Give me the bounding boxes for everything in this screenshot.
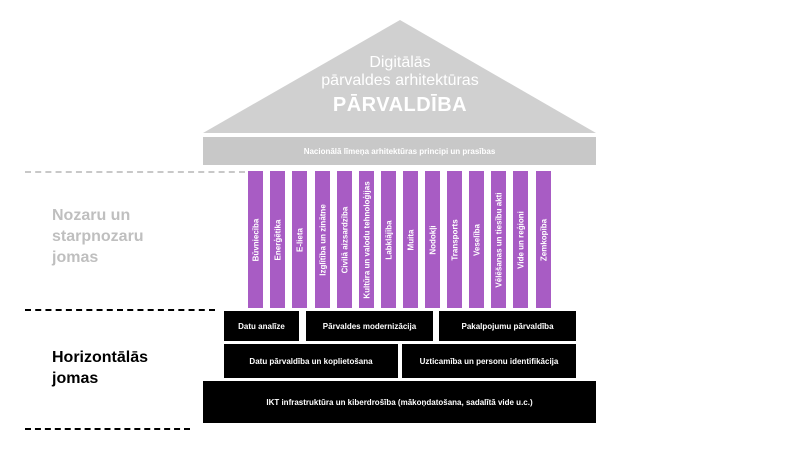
pillar-label: Muita — [406, 229, 415, 250]
roof-title-line1: Digitālās — [369, 54, 431, 71]
box-datu-analize: Datu analīze — [224, 311, 299, 341]
pillar-label: Veselība — [472, 223, 481, 256]
pillar-labklajiba: Labklājība — [381, 171, 396, 308]
pillar-label: Būvniecība — [251, 218, 260, 261]
sectoral-domains-label: Nozaru un starpnozaru jomas — [52, 205, 144, 268]
separator-sectoral-top — [25, 171, 245, 173]
pillar-veseliba: Veselība — [469, 171, 484, 308]
pillar-label: Kultūra un valodu tehnoloģijas — [362, 180, 371, 299]
pillar-label: Vide un reģioni — [516, 210, 525, 269]
horizontal-label-line2: jomas — [52, 370, 99, 387]
roof-title-line2: pārvaldes arhitektūras — [321, 72, 479, 89]
pillar-zemkopiba: Zemkopība — [536, 171, 551, 308]
pillar-kultura: Kultūra un valodu tehnoloģijas — [359, 171, 374, 308]
pillar-velesanas: Vēlēšanas un tiesību akti — [491, 171, 506, 308]
horizontal-label-line1: Horizontālās — [52, 349, 149, 366]
pillar-civila-aizsardziba: Civilā aizsardzība — [337, 171, 352, 308]
pillar-label: E-lieta — [295, 227, 304, 252]
box-ikt-infrastruktura: IKT infrastruktūra un kiberdrošība (māko… — [203, 381, 596, 423]
box-parvaldes-modernizacija: Pārvaldes modernizācija — [306, 311, 433, 341]
sectoral-label-line2: starpnozaru — [52, 228, 144, 245]
pillar-label: Civilā aizsardzība — [340, 206, 349, 273]
horizontal-domains-label: Horizontālās jomas — [52, 347, 148, 389]
pillar-energetika: Enerģētika — [270, 171, 285, 308]
pillar-e-lieta: E-lieta — [292, 171, 307, 308]
pillar-vide-un-regioni: Vide un reģioni — [513, 171, 528, 308]
pillar-label: Zemkopība — [539, 218, 548, 261]
pillar-nodokli: Nodokļi — [425, 171, 440, 308]
pillar-label: Vēlēšanas un tiesību akti — [494, 191, 503, 288]
box-datu-parvaldiba: Datu pārvaldība un koplietošana — [224, 344, 398, 378]
pillar-muita: Muita — [403, 171, 418, 308]
national-principles-beam: Nacionālā līmeņa arhitektūras principi u… — [203, 137, 596, 165]
sectoral-label-line3: jomas — [52, 249, 99, 266]
pillar-label: Labklājība — [384, 219, 393, 260]
pillar-label: Izglītība un zinātne — [318, 203, 327, 276]
roof-triangle — [203, 20, 596, 133]
separator-horizontal-top — [25, 309, 215, 311]
pillar-izglitiba: Izglītība un zinātne — [315, 171, 330, 308]
pillar-label: Nodokļi — [428, 224, 437, 255]
roof-title-line3: PĀRVALDĪBA — [332, 94, 468, 116]
pillar-label: Enerģētika — [273, 219, 282, 260]
pillar-buvnieciba: Būvniecība — [248, 171, 263, 308]
pillar-transports: Transports — [447, 171, 462, 308]
separator-bottom — [25, 428, 190, 430]
box-uzticamiba: Uzticamība un personu identifikācija — [402, 344, 576, 378]
pillar-label: Transports — [450, 218, 459, 261]
sectoral-label-line1: Nozaru un — [52, 207, 131, 224]
box-pakalpojumu-parvaldiba: Pakalpojumu pārvaldība — [439, 311, 576, 341]
